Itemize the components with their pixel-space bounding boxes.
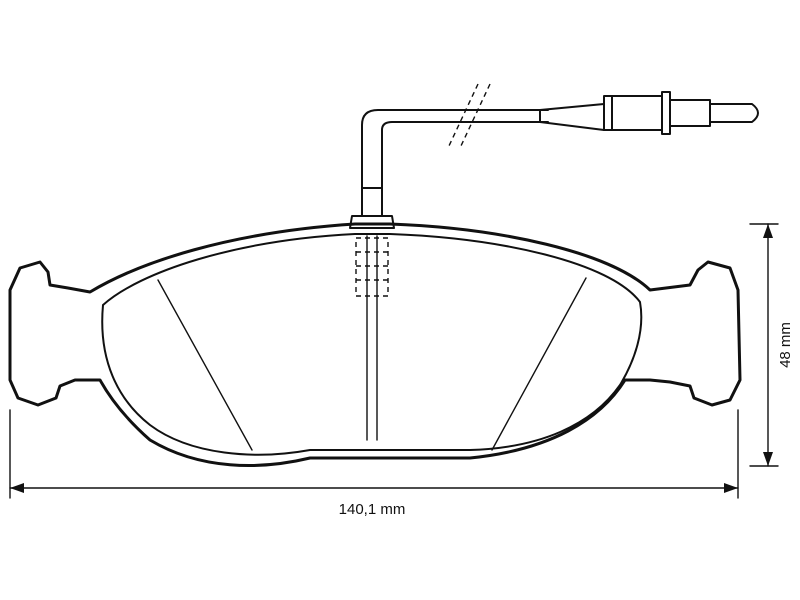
wire-connector [539, 91, 759, 135]
chamfer-line-left [157, 279, 253, 451]
sensor-wire [361, 109, 549, 191]
wire-break-mark-2 [459, 83, 491, 149]
width-dimension [9, 409, 739, 499]
backing-plate-outline [8, 222, 742, 467]
width-dimension-label: 140,1 mm [339, 501, 406, 518]
height-dimension [749, 223, 779, 467]
sensor-body [349, 215, 395, 229]
chamfer-line-right [491, 277, 587, 451]
sensor-clip-hidden [355, 237, 389, 297]
height-dimension-label: 48 mm [777, 322, 794, 368]
friction-material-outline [101, 233, 643, 456]
sensor-neck [361, 187, 383, 217]
wire-break-mark-1 [447, 83, 479, 149]
